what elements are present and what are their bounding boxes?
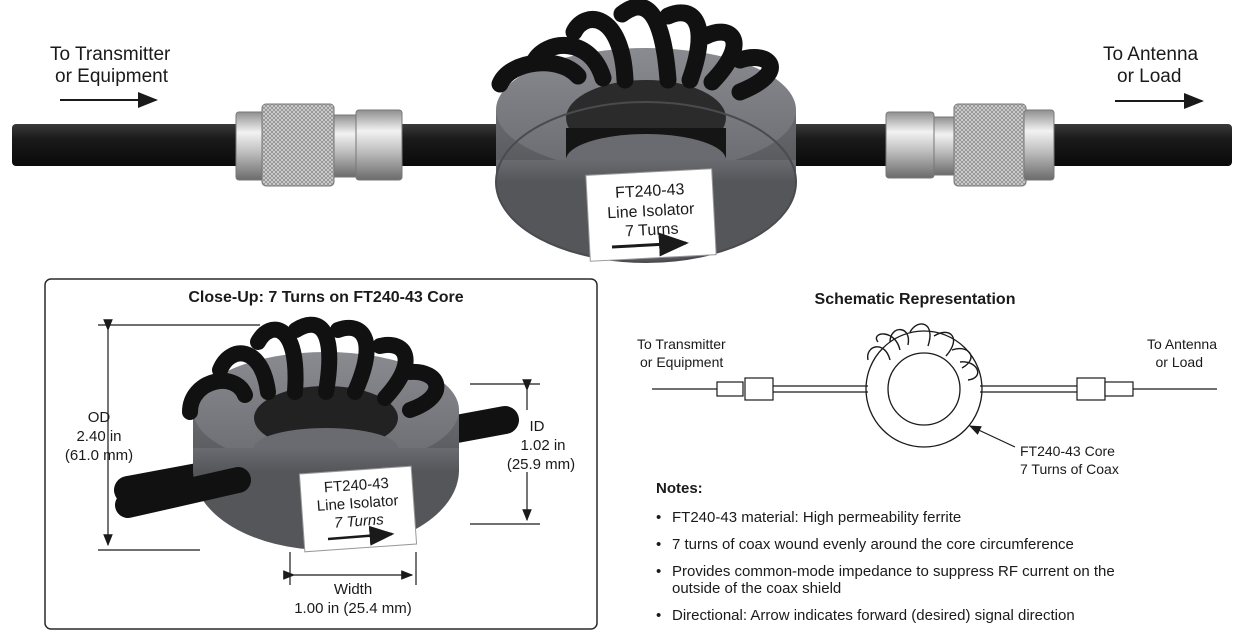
od-label: OD — [88, 409, 111, 426]
notes-item: FT240-43 material: High permeability fer… — [656, 509, 1216, 526]
schematic-lines — [652, 385, 1217, 393]
schematic: Schematic Representation To Transmitter … — [637, 291, 1217, 477]
main-right-label-line2: or Load — [1117, 66, 1181, 87]
closeup-core-label-line3: 7 Turns — [333, 511, 384, 531]
schematic-left-label-line1: To Transmitter — [637, 336, 726, 352]
closeup-title: Close-Up: 7 Turns on FT240-43 Core — [188, 289, 463, 306]
schematic-windings — [867, 323, 979, 381]
closeup-cable-front — [115, 467, 251, 518]
closeup-windings — [182, 316, 445, 420]
notes-item: Directional: Arrow indicates forward (de… — [656, 607, 1216, 624]
main-core-label-line3: 7 Turns — [625, 221, 679, 241]
main-core-label-line2: Line Isolator — [607, 201, 696, 223]
main-windings — [491, 0, 779, 101]
schematic-title: Schematic Representation — [815, 291, 1016, 308]
main-core-label: FT240-43 Line Isolator 7 Turns — [585, 168, 717, 262]
closeup-panel: Close-Up: 7 Turns on FT240-43 Core — [44, 278, 598, 630]
od-value-mm: (61.0 mm) — [65, 447, 133, 464]
id-label: ID — [530, 418, 545, 435]
notes-item: 7 turns of coax wound evenly around the … — [656, 536, 1216, 553]
closeup-core-label-line2: Line Isolator — [316, 492, 399, 515]
schematic-callout-arrow — [968, 425, 1016, 448]
schematic-callout-line2: 7 Turns of Coax — [1020, 461, 1119, 477]
closeup-core-label-line1: FT240-43 — [323, 475, 389, 496]
notes-title: Notes: — [656, 480, 703, 497]
notes-list: FT240-43 material: High permeability fer… — [656, 509, 1216, 624]
schematic-right-label-line2: or Load — [1156, 354, 1203, 370]
closeup-core-direction-arrow — [327, 525, 395, 546]
main-right-label-line1: To Antenna — [1103, 44, 1199, 65]
od-value-in: 2.40 in — [76, 428, 121, 445]
closeup-core-label: FT240-43 Line Isolator 7 Turns — [298, 465, 418, 553]
schematic-callout-line1: FT240-43 Core — [1020, 443, 1115, 459]
notes-section: Notes: FT240-43 material: High permeabil… — [656, 480, 1216, 634]
schematic-right-label-line1: To Antenna — [1147, 336, 1217, 352]
width-dimension — [283, 552, 417, 585]
id-dimension — [470, 379, 540, 525]
main-left-label-line1: To Transmitter — [50, 44, 171, 65]
width-value: 1.00 in (25.4 mm) — [294, 600, 412, 617]
id-value-mm: (25.9 mm) — [507, 456, 575, 473]
main-left-label-line2: or Equipment — [55, 66, 169, 87]
notes-item: Provides common-mode impedance to suppre… — [656, 563, 1132, 597]
left-connector — [235, 103, 403, 187]
main-core-label-line1: FT240-43 — [615, 181, 685, 202]
schematic-connectors — [716, 377, 1134, 401]
schematic-core — [865, 330, 983, 448]
main-core-direction-arrow — [611, 232, 689, 257]
width-label: Width — [334, 581, 372, 598]
main-diagram: To Transmitter or Equipment To Antenna o… — [12, 0, 1232, 263]
od-dimension — [98, 319, 260, 551]
schematic-left-label-line2: or Equipment — [640, 354, 723, 370]
id-value-in: 1.02 in — [520, 437, 565, 454]
right-connector — [885, 103, 1055, 187]
